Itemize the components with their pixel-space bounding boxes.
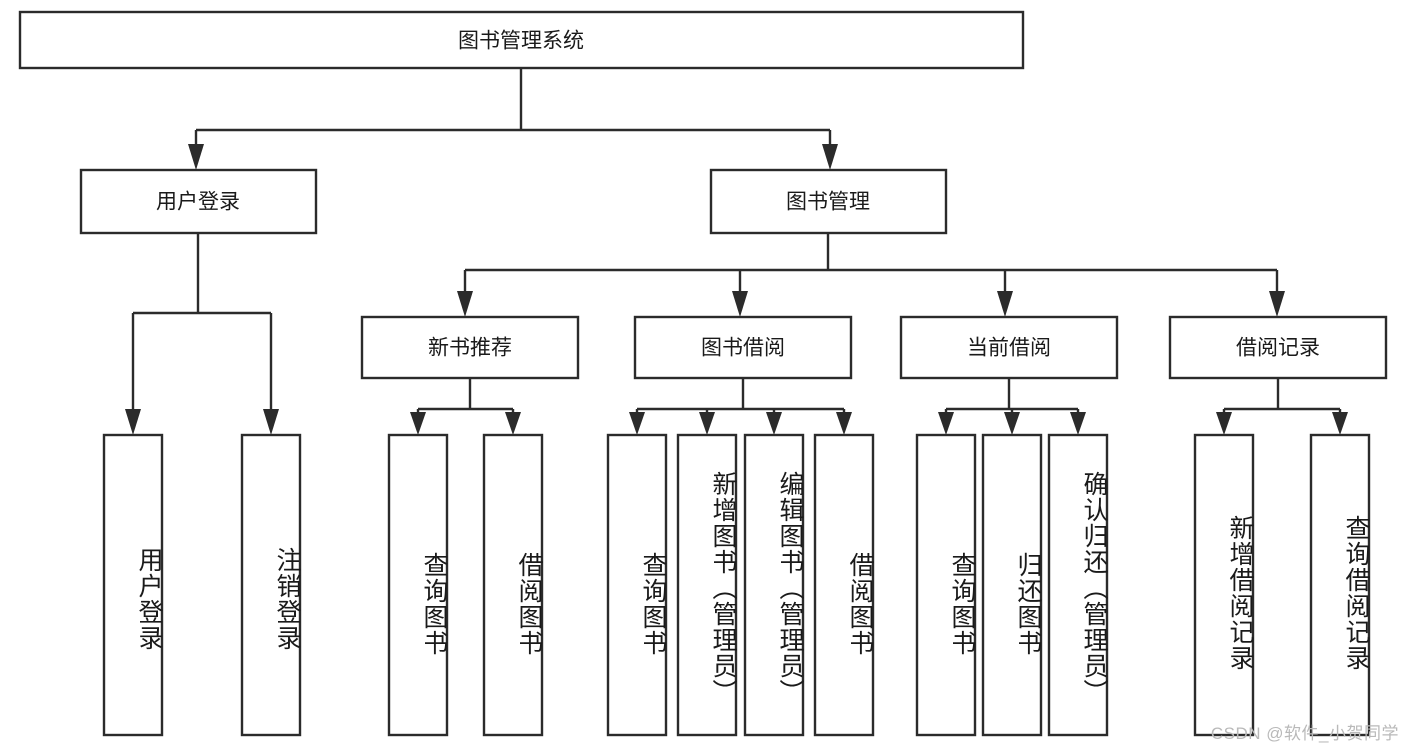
node-borrow-record[interactable]: 借阅记录: [1168, 315, 1388, 380]
arrow-bb-leaf-3: [766, 412, 782, 435]
leaf-box-bb-edit-book[interactable]: [743, 433, 805, 737]
connector-book-borrow-to-leaves: [629, 378, 852, 435]
arrow-bb-leaf-4: [836, 412, 852, 435]
root-label: 图书管理系统: [458, 30, 584, 53]
arrow-cb-leaf-1: [938, 412, 954, 435]
arrow-br-leaf-2: [1332, 412, 1348, 435]
arrow-to-leaf-logout: [263, 409, 279, 435]
leaf-box-nbr-query-book[interactable]: [387, 433, 449, 737]
leaf-box-cb-return-book[interactable]: [981, 433, 1043, 737]
connector-current-borrow-to-leaves: [938, 378, 1086, 435]
arrow-to-book-borrow: [732, 291, 748, 317]
node-new-book-recommend[interactable]: 新书推荐: [360, 315, 580, 380]
new-book-recommend-label: 新书推荐: [428, 337, 512, 360]
book-manage-label: 图书管理: [786, 191, 870, 214]
current-borrow-box[interactable]: [899, 315, 1119, 380]
leaf-box-cb-query-book[interactable]: [915, 433, 977, 737]
current-borrow-label: 当前借阅: [967, 337, 1051, 360]
arrow-to-borrow-record: [1269, 291, 1285, 317]
new-book-recommend-box[interactable]: [360, 315, 580, 380]
csdn-watermark: CSDN @软件_小贺同学: [1210, 724, 1399, 743]
leaf-box-user-login[interactable]: [102, 433, 164, 737]
user-login-label: 用户登录: [156, 191, 240, 214]
connector-book-manage-to-level3: [457, 233, 1285, 317]
leaf-box-cb-confirm-return[interactable]: [1047, 433, 1109, 737]
node-book-borrow[interactable]: 图书借阅: [633, 315, 853, 380]
connector-root-to-level2: [188, 68, 838, 170]
arrow-bb-leaf-2: [699, 412, 715, 435]
leaf-box-bb-add-book[interactable]: [676, 433, 738, 737]
arrow-to-book-manage: [822, 144, 838, 170]
leaf-box-bb-query-book[interactable]: [606, 433, 668, 737]
borrow-record-label: 借阅记录: [1236, 337, 1320, 360]
leaf-box-br-add-record[interactable]: [1193, 433, 1255, 737]
book-borrow-label: 图书借阅: [701, 337, 785, 360]
leaf-box-bb-borrow-book[interactable]: [813, 433, 875, 737]
arrow-to-current-borrow: [997, 291, 1013, 317]
leaf-box-nbr-borrow-book[interactable]: [482, 433, 544, 737]
arrow-nbr-leaf-2: [505, 412, 521, 435]
arrow-cb-leaf-2: [1004, 412, 1020, 435]
arrow-to-leaf-user-login: [125, 409, 141, 435]
node-root[interactable]: 图书管理系统: [18, 10, 1025, 70]
connector-borrow-record-to-leaves: [1216, 378, 1348, 435]
leaf-box-logout[interactable]: [240, 433, 302, 737]
leaf-box-br-query-record[interactable]: [1309, 433, 1371, 737]
arrow-bb-leaf-1: [629, 412, 645, 435]
node-book-manage[interactable]: 图书管理: [709, 168, 948, 235]
connector-new-book-recommend-to-leaves: [410, 378, 521, 435]
arrow-to-user-login: [188, 144, 204, 170]
user-login-box[interactable]: [79, 168, 318, 235]
node-user-login[interactable]: 用户登录: [79, 168, 318, 235]
arrow-cb-leaf-3: [1070, 412, 1086, 435]
arrow-to-new-book-recommend: [457, 291, 473, 317]
arrow-br-leaf-1: [1216, 412, 1232, 435]
root-box[interactable]: [18, 10, 1025, 70]
node-current-borrow[interactable]: 当前借阅: [899, 315, 1119, 380]
arrow-nbr-leaf-1: [410, 412, 426, 435]
connector-user-login-to-leaves: [125, 233, 279, 435]
